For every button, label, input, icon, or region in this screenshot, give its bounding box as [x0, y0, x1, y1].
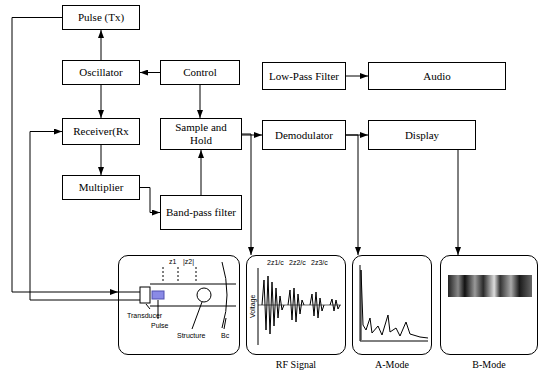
process-box: Display	[368, 120, 476, 150]
box-label: Demodulator	[275, 129, 333, 142]
process-box: Band-pass filter	[160, 195, 242, 230]
box-label: Receiver(Rx	[73, 125, 129, 138]
panel-label: |z2|	[183, 258, 194, 266]
signal-arrow	[140, 188, 160, 213]
process-box: Low-Pass Filter	[262, 62, 346, 90]
process-box: Control	[160, 60, 240, 85]
box-label: Low-Pass Filter	[269, 70, 339, 83]
illustration-panel: B-Mode	[440, 255, 538, 355]
box-label: Multiplier	[79, 181, 124, 194]
panel-label: Bc	[221, 332, 229, 340]
signal-arrow	[12, 18, 118, 293]
signal-arrow	[30, 132, 118, 301]
signal-arrow	[458, 150, 459, 255]
signal-arrow	[101, 30, 102, 60]
panel-label: Transducer	[127, 312, 162, 320]
signal-arrow	[101, 145, 102, 175]
rf-waveform	[258, 268, 341, 345]
panel-label: 2z2/c	[289, 259, 306, 267]
a-mode-trace	[360, 265, 428, 341]
process-box: Multiplier	[62, 175, 140, 200]
signal-arrow	[346, 76, 368, 77]
illustration-panel: A-Mode	[352, 255, 432, 355]
process-box: Demodulator	[262, 120, 346, 150]
panel-label: Voltage	[249, 295, 257, 318]
box-label: Audio	[423, 70, 451, 83]
process-box: Sample and Hold	[160, 118, 242, 150]
signal-arrow	[101, 85, 102, 118]
panel-caption: B-Mode	[441, 359, 537, 371]
panel-caption: A-Mode	[353, 359, 431, 371]
illustration-panel: z1 |z2| TransducerPulseStructure Bc	[118, 255, 240, 355]
illustration-panel: RF SignalVoltage2z1/c2z2/c2z3/c	[246, 255, 346, 355]
signal-arrow	[346, 135, 358, 255]
panel-label: z1	[169, 258, 176, 266]
box-label: Oscillator	[79, 66, 122, 79]
panel-caption: RF Signal	[247, 359, 345, 371]
panel-label: 2z3/c	[311, 259, 328, 267]
signal-arrow	[200, 85, 201, 118]
signal-arrow	[242, 134, 251, 255]
box-label: Control	[183, 66, 217, 79]
signal-arrow	[140, 72, 160, 73]
b-mode-image	[448, 275, 532, 297]
signal-arrow	[201, 150, 202, 195]
transducer-illustration	[118, 262, 236, 329]
panel-label: 2z1/c	[267, 259, 284, 267]
panel-label: Pulse	[151, 322, 169, 330]
panel-label: Structure	[177, 332, 205, 340]
box-label: Display	[405, 129, 439, 142]
signal-arrow	[242, 135, 262, 136]
process-box: Receiver(Rx	[62, 118, 140, 145]
process-box: Oscillator	[62, 60, 140, 85]
process-box: Pulse (Tx)	[62, 5, 140, 30]
box-label: Band-pass filter	[166, 206, 236, 219]
process-box: Audio	[368, 62, 506, 90]
box-label: Sample and Hold	[165, 121, 237, 146]
box-label: Pulse (Tx)	[78, 11, 124, 24]
